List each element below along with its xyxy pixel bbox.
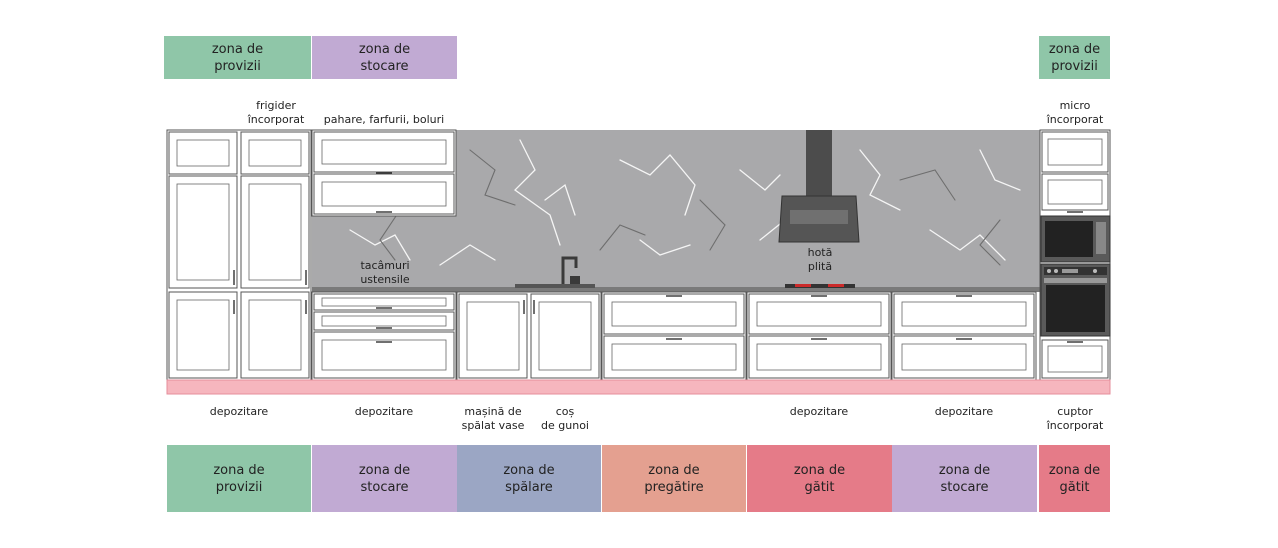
bottom-zone-stocare-2: zona de stocare bbox=[892, 445, 1037, 512]
label-masina-vase: mașină de spălat vase bbox=[461, 405, 525, 432]
bottom-zone-gatit-1: zona de gătit bbox=[747, 445, 892, 512]
label-frigider: frigider încorporat bbox=[247, 99, 305, 126]
label-cos-gunoi: coș de gunoi bbox=[541, 405, 589, 432]
top-zone-provizii-right: zona de provizii bbox=[1039, 36, 1110, 79]
label-depozitare-2: depozitare bbox=[354, 405, 414, 418]
lower-drawers-1 bbox=[311, 291, 457, 381]
label-depozitare-3: depozitare bbox=[789, 405, 849, 418]
label-cuptor: cuptor încorporat bbox=[1046, 405, 1104, 432]
lower-drawers-2 bbox=[601, 291, 747, 381]
top-zone-stocare: zona de stocare bbox=[312, 36, 457, 79]
microwave-icon bbox=[1040, 215, 1111, 263]
lower-doors-sink bbox=[456, 291, 602, 381]
lower-drawers-3 bbox=[746, 291, 892, 381]
countertop bbox=[312, 287, 1040, 292]
plinth-strip bbox=[166, 379, 1111, 395]
label-pahare: pahare, farfurii, boluri bbox=[323, 113, 445, 126]
label-micro: micro încorporat bbox=[1046, 99, 1104, 126]
bottom-zone-spalare: zona de spălare bbox=[457, 445, 601, 512]
cooktop-icon bbox=[785, 284, 855, 288]
range-hood-icon bbox=[778, 130, 860, 243]
lower-drawers-4 bbox=[891, 291, 1037, 381]
bottom-zone-provizii: zona de provizii bbox=[167, 445, 311, 512]
bottom-zone-stocare-1: zona de stocare bbox=[312, 445, 457, 512]
bottom-zone-pregatire: zona de pregătire bbox=[602, 445, 746, 512]
label-depozitare-1: depozitare bbox=[209, 405, 269, 418]
label-tacamuri: tacâmuri ustensile bbox=[360, 259, 410, 286]
sink-faucet-icon bbox=[515, 256, 595, 288]
top-zone-provizii-left: zona de provizii bbox=[164, 36, 311, 79]
label-depozitare-4: depozitare bbox=[934, 405, 994, 418]
pantry-cabinets-left bbox=[166, 129, 312, 381]
oven-icon bbox=[1040, 263, 1111, 337]
bottom-zone-gatit-2: zona de gătit bbox=[1039, 445, 1110, 512]
label-hota-plita: hotă plită bbox=[807, 246, 833, 273]
upper-cabinet bbox=[311, 129, 457, 217]
